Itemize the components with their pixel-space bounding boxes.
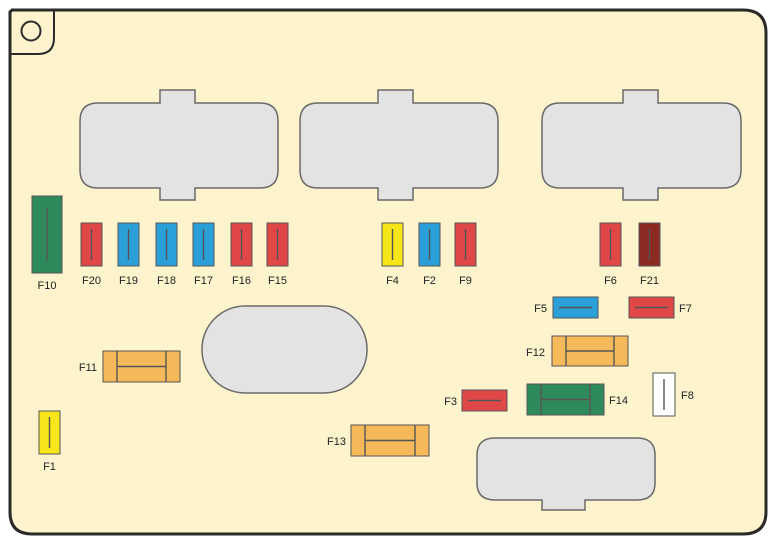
fuse-F13-label: F13 bbox=[327, 436, 346, 448]
fuse-F14: F14 bbox=[526, 383, 628, 416]
fuse-F19-label: F19 bbox=[119, 275, 138, 287]
fuse-F1-label: F1 bbox=[43, 461, 56, 473]
fuse-F11-label: F11 bbox=[79, 362, 97, 374]
fuse-F18: F18 bbox=[155, 222, 178, 287]
connector-top-left bbox=[79, 89, 279, 201]
fuse-F6-label: F6 bbox=[604, 275, 617, 287]
fuse-F3-label: F3 bbox=[444, 396, 457, 408]
fuse-F2: F2 bbox=[418, 222, 441, 287]
fuse-F3: F3 bbox=[444, 389, 508, 412]
fuses: F10 F20 F19 F18 F17 F16 bbox=[31, 195, 694, 473]
fuse-F20-label: F20 bbox=[82, 275, 101, 287]
fuse-F5: F5 bbox=[534, 296, 599, 319]
fuse-F17: F17 bbox=[192, 222, 215, 287]
fuse-F11: F11 bbox=[79, 350, 181, 383]
mounting-hole-circle bbox=[20, 20, 42, 42]
fuse-F20: F20 bbox=[80, 222, 103, 287]
connector-top-middle bbox=[299, 89, 499, 201]
connector-top-right bbox=[541, 89, 742, 201]
fuse-F14-label: F14 bbox=[609, 395, 628, 407]
fuse-F7: F7 bbox=[628, 296, 692, 319]
fuse-F12-label: F12 bbox=[526, 347, 545, 359]
fuse-F15-label: F15 bbox=[268, 275, 287, 287]
fuse-F6: F6 bbox=[599, 222, 622, 287]
mounting-corner-tab bbox=[10, 10, 55, 55]
fuse-F1: F1 bbox=[38, 410, 61, 473]
fuse-F19: F19 bbox=[117, 222, 140, 287]
fuse-F15: F15 bbox=[266, 222, 289, 287]
mounting-hole bbox=[10, 10, 55, 55]
connector-oval-center bbox=[201, 305, 368, 394]
fuse-F10: F10 bbox=[31, 195, 63, 292]
fuse-F4-label: F4 bbox=[386, 275, 399, 287]
fuse-F17-label: F17 bbox=[194, 275, 213, 287]
fuse-F16-label: F16 bbox=[232, 275, 251, 287]
fuse-F21: F21 bbox=[638, 222, 661, 287]
fuse-F12: F12 bbox=[526, 335, 629, 367]
fuse-F9: F9 bbox=[454, 222, 477, 287]
fuse-F2-label: F2 bbox=[423, 275, 436, 287]
fuse-F8: F8 bbox=[652, 372, 694, 417]
fuse-F9-label: F9 bbox=[459, 275, 472, 287]
fuse-F21-label: F21 bbox=[640, 275, 659, 287]
fuse-F4: F4 bbox=[381, 222, 404, 287]
fuse-F7-label: F7 bbox=[679, 303, 692, 315]
fuse-F8-label: F8 bbox=[681, 390, 694, 402]
fuse-F18-label: F18 bbox=[157, 275, 176, 287]
fuse-F10-label: F10 bbox=[38, 280, 57, 292]
fuse-F16: F16 bbox=[230, 222, 253, 287]
fuse-F5-label: F5 bbox=[534, 303, 547, 315]
connectors bbox=[79, 89, 742, 511]
fuse-F13: F13 bbox=[327, 424, 430, 457]
connector-bottom-right bbox=[476, 437, 656, 511]
